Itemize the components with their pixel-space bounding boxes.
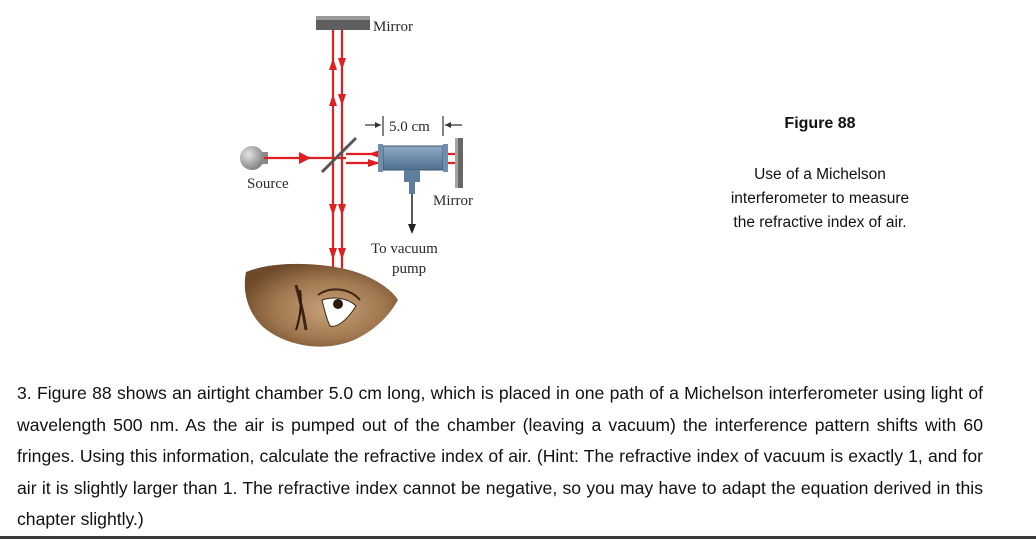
beam-arrowheads (299, 58, 380, 260)
chamber-length-label: 5.0 cm (389, 119, 430, 135)
figure-caption-title: Figure 88 (784, 115, 856, 132)
side-mirror (455, 138, 463, 188)
source-label: Source (247, 176, 289, 192)
vacuum-label-line1: To vacuum (371, 241, 438, 257)
top-mirror-label: Mirror (373, 19, 413, 35)
beam-splitter (320, 136, 358, 174)
vacuum-label-line2: pump (392, 261, 426, 277)
air-chamber (378, 144, 448, 194)
side-mirror-label: Mirror (433, 193, 473, 209)
bottom-divider (0, 536, 1036, 539)
length-dimension (365, 116, 462, 136)
light-source (240, 146, 268, 170)
michelson-interferometer-diagram: Mirror 5.0 cm Source Mirror To vacuum pu… (240, 16, 473, 347)
observer-eye (244, 263, 398, 347)
top-mirror (316, 16, 370, 30)
problem-statement: 3. Figure 88 shows an airtight chamber 5… (17, 383, 983, 530)
vacuum-arrow (408, 194, 416, 234)
figure-caption-text: Use of a Michelson interferometer to mea… (730, 166, 910, 231)
